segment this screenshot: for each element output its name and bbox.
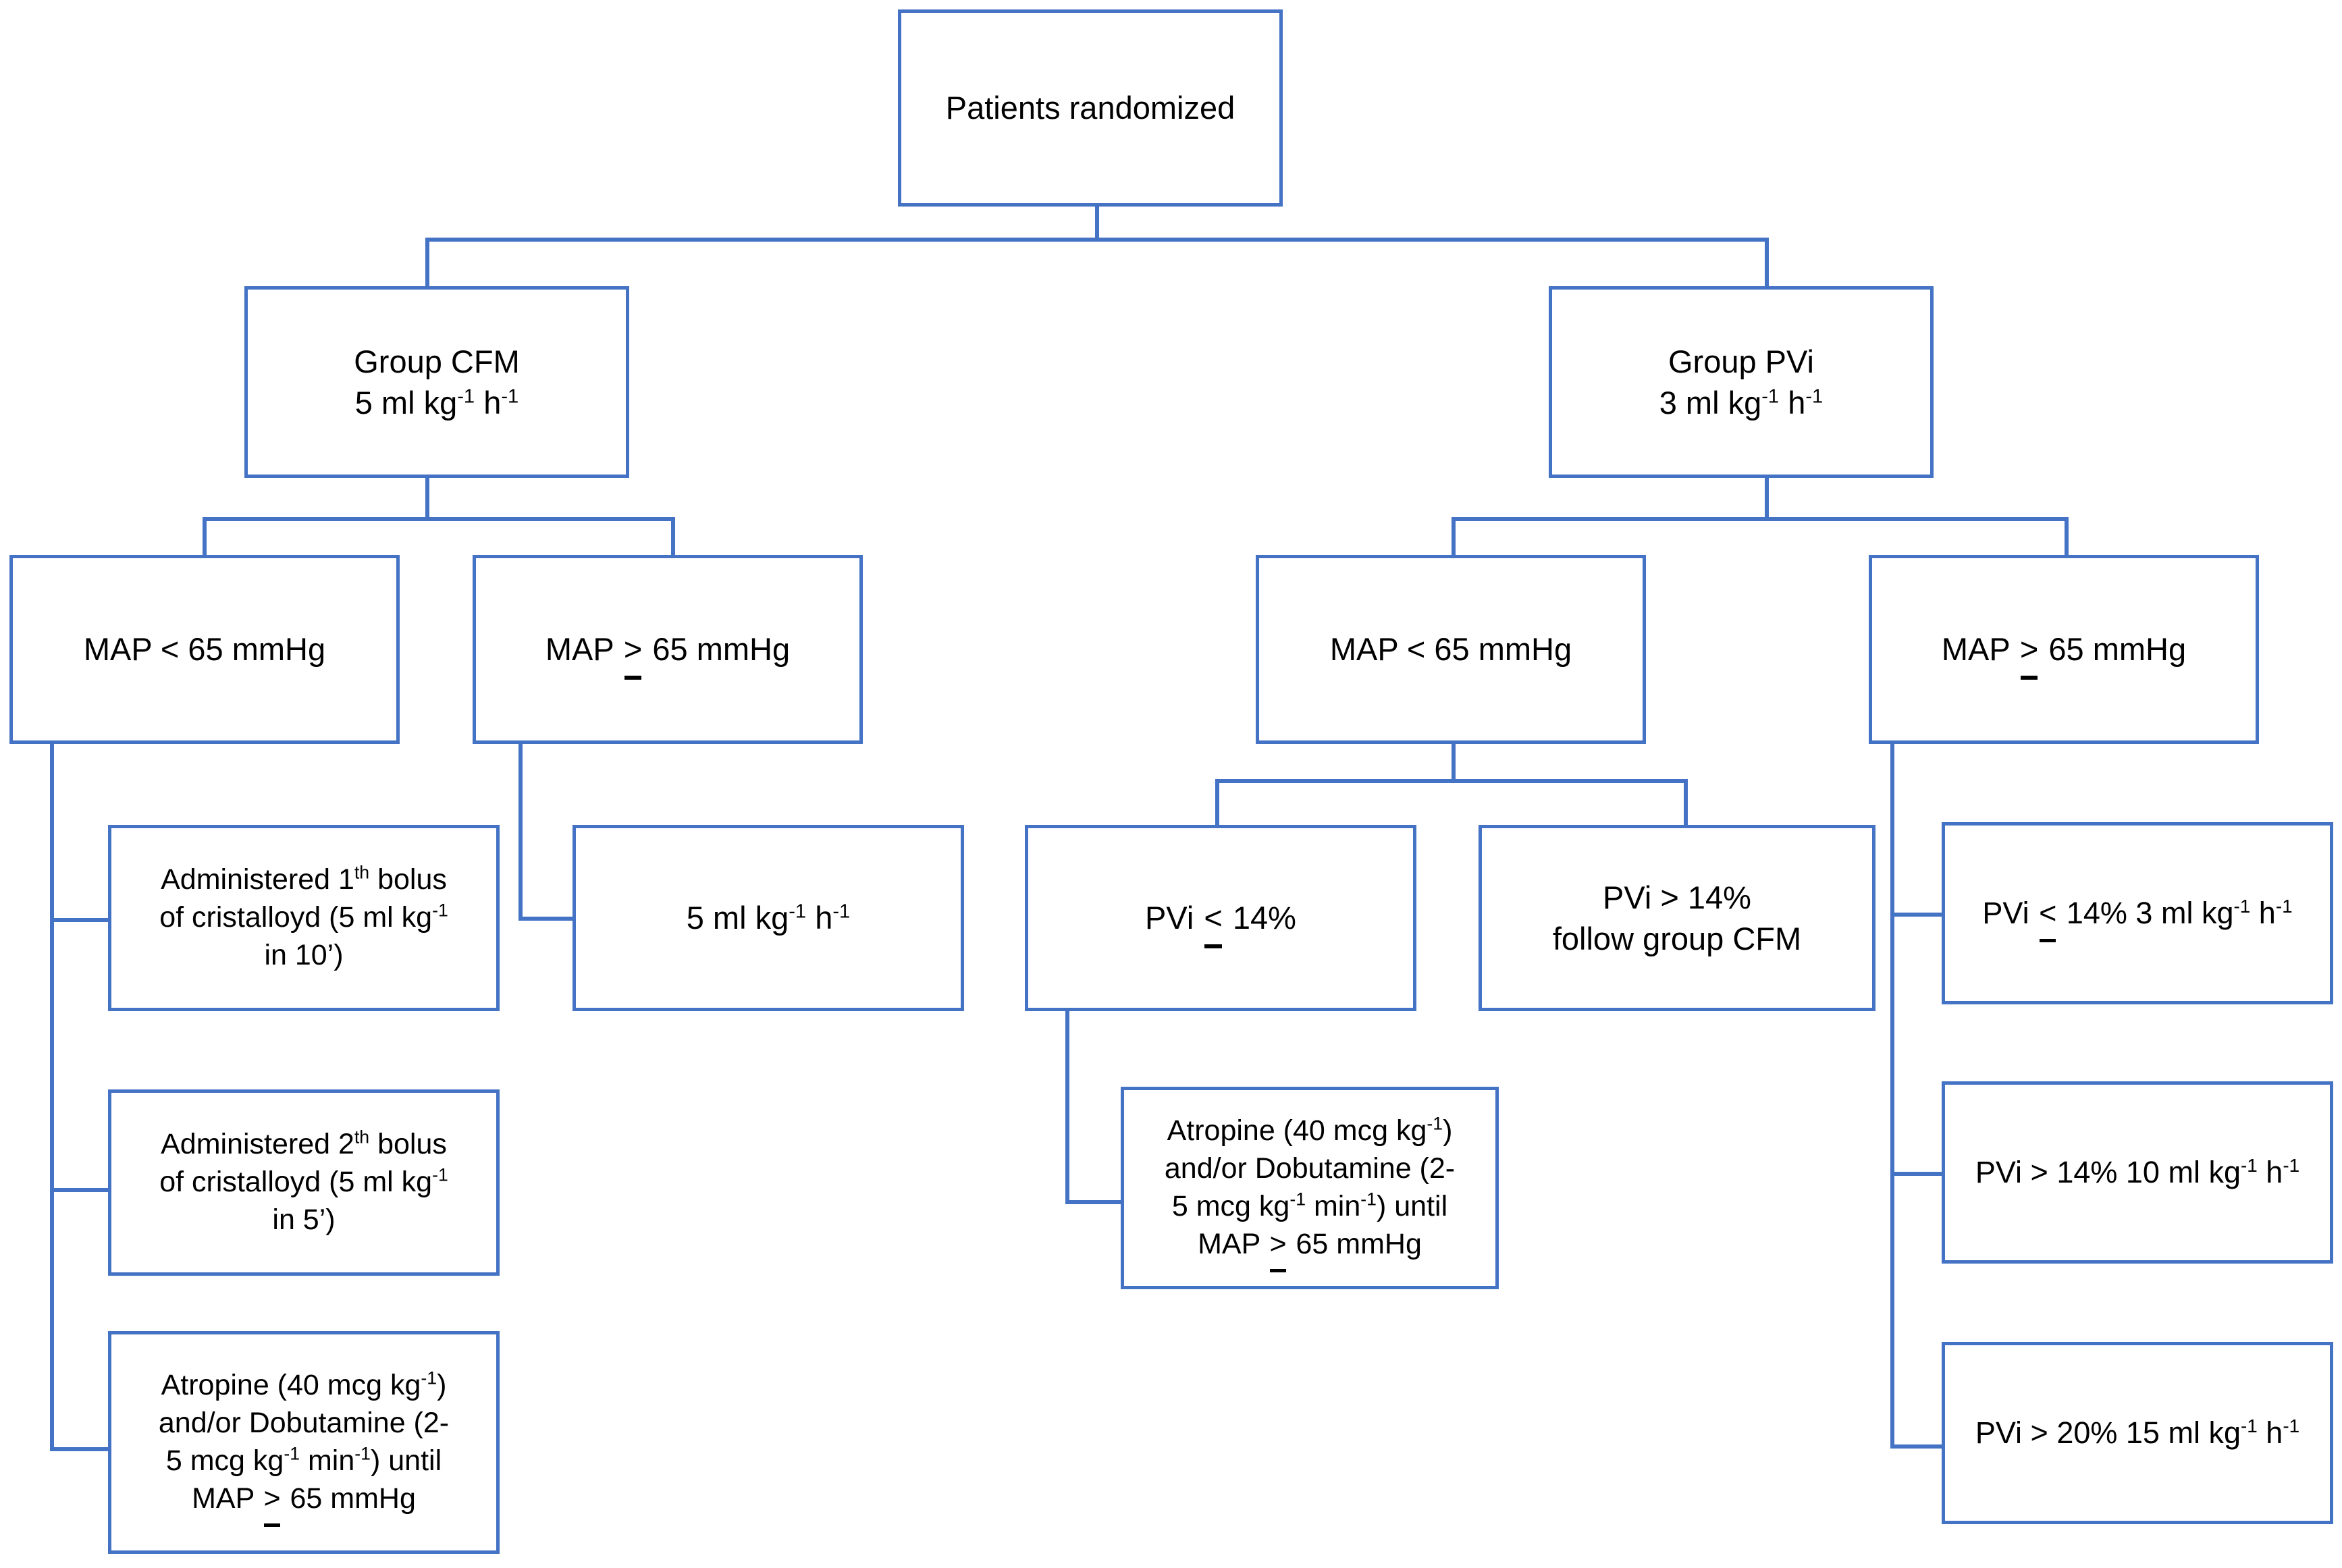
atropine-left-label: Atropine (40 mcg kg-1) and/or Dobutamine… — [111, 1367, 496, 1527]
group-cfm-title: Group CFM — [354, 343, 520, 379]
connector-pvilow14-branch — [1065, 1200, 1140, 1204]
group-cfm-dose: 5 ml kg-1 h-1 — [354, 385, 519, 421]
group-pvi-title: Group PVi — [1668, 343, 1814, 379]
connector-root-to-cfm — [425, 238, 429, 286]
node-pvi-right-3[interactable]: PVi > 20% 15 ml kg-1 h-1 — [1942, 1342, 2333, 1524]
less-equal-icon: < — [2038, 894, 2058, 942]
node-atropine-left[interactable]: Atropine (40 mcg kg-1) and/or Dobutamine… — [108, 1331, 500, 1554]
atropine-mid-label: Atropine (40 mcg kg-1) and/or Dobutamine… — [1124, 1112, 1495, 1272]
connector-cfm-high-spine — [518, 736, 523, 921]
connector-cfm-bus — [203, 517, 675, 521]
node-pvi-right-2[interactable]: PVi > 14% 10 ml kg-1 h-1 — [1942, 1081, 2333, 1264]
connector-root-to-pvi — [1765, 238, 1769, 286]
pvi-map-high-label: MAP > 65 mmHg — [1872, 628, 2256, 680]
connector-pvi-high-branch-3 — [1890, 1444, 1965, 1449]
bolus-1-label: Administered 1th bolus of cristalloyd (5… — [159, 862, 448, 971]
less-equal-icon: < — [1202, 897, 1223, 948]
cfm-maintain-label: 5 ml kg-1 h-1 — [686, 900, 851, 936]
connector-pvi-high-branch-1 — [1890, 913, 1965, 917]
connector-pvimaplow-to-high14 — [1684, 779, 1688, 825]
connector-pvi-high-branch-2 — [1890, 1172, 1965, 1176]
connector-pvimaplow-to-low14 — [1215, 779, 1219, 825]
connector-pvimaplow-bus — [1215, 779, 1688, 783]
pvi-low-14-label: PVi < 14% — [1028, 897, 1413, 948]
greater-equal-icon: > — [622, 628, 643, 680]
node-label: Patients randomized — [945, 90, 1235, 126]
connector-cfm-low-branch-1 — [50, 918, 117, 922]
greater-equal-icon: > — [1268, 1226, 1287, 1272]
greater-equal-icon: > — [262, 1480, 282, 1527]
connector-root-stem — [1095, 202, 1099, 240]
node-cfm-map-low[interactable]: MAP < 65 mmHg — [9, 555, 400, 744]
connector-root-bus — [425, 238, 1769, 242]
node-pvi-high-14[interactable]: PVi > 14% follow group CFM — [1479, 825, 1875, 1011]
node-pvi-map-low[interactable]: MAP < 65 mmHg — [1256, 555, 1646, 744]
pvi-right-1-label: PVi < 14% 3 ml kg-1 h-1 — [1945, 894, 2330, 942]
connector-cfm-low-branch-3 — [50, 1447, 117, 1451]
connector-cfm-low-spine — [50, 736, 54, 1451]
cfm-map-low-label: MAP < 65 mmHg — [83, 631, 326, 668]
node-bolus-1[interactable]: Administered 1th bolus of cristalloyd (5… — [108, 825, 500, 1011]
group-pvi-dose: 3 ml kg-1 h-1 — [1659, 385, 1824, 421]
node-pvi-map-high[interactable]: MAP > 65 mmHg — [1869, 555, 2259, 744]
connector-pvimaplow-stem — [1452, 736, 1456, 782]
node-group-cfm[interactable]: Group CFM 5 ml kg-1 h-1 — [244, 286, 629, 478]
node-atropine-mid[interactable]: Atropine (40 mcg kg-1) and/or Dobutamine… — [1121, 1087, 1499, 1289]
node-pvi-low-14[interactable]: PVi < 14% — [1025, 825, 1416, 1011]
connector-cfm-high-branch — [518, 917, 593, 921]
pvi-right-2-label: PVi > 14% 10 ml kg-1 h-1 — [1975, 1154, 2300, 1189]
connector-cfm-low-branch-2 — [50, 1188, 117, 1192]
connector-pvi-bus — [1452, 517, 2069, 521]
greater-equal-icon: > — [2019, 628, 2040, 680]
connector-pvilow14-spine — [1065, 1008, 1069, 1204]
node-pvi-right-1[interactable]: PVi < 14% 3 ml kg-1 h-1 — [1942, 822, 2333, 1004]
node-cfm-maintain[interactable]: 5 ml kg-1 h-1 — [573, 825, 964, 1011]
pvi-high-14-label: PVi > 14% follow group CFM — [1552, 879, 1802, 956]
connector-pvi-high-spine — [1890, 736, 1894, 1449]
bolus-2-label: Administered 2th bolus of cristalloyd (5… — [159, 1127, 448, 1236]
node-patients-randomized[interactable]: Patients randomized — [898, 9, 1283, 207]
cfm-map-high-label: MAP > 65 mmHg — [476, 628, 859, 680]
connector-pvi-to-maplow — [1452, 517, 1456, 555]
connector-pvi-to-maphigh — [2065, 517, 2069, 555]
node-cfm-map-high[interactable]: MAP > 65 mmHg — [473, 555, 863, 744]
pvi-right-3-label: PVi > 20% 15 ml kg-1 h-1 — [1975, 1415, 2300, 1450]
node-group-pvi[interactable]: Group PVi 3 ml kg-1 h-1 — [1549, 286, 1934, 478]
connector-cfm-to-maphigh — [671, 517, 675, 555]
connector-cfm-stem — [425, 474, 429, 520]
connector-cfm-to-maplow — [203, 517, 207, 555]
node-bolus-2[interactable]: Administered 2th bolus of cristalloyd (5… — [108, 1089, 500, 1276]
connector-pvi-stem — [1765, 474, 1769, 520]
pvi-map-low-label: MAP < 65 mmHg — [1329, 631, 1572, 668]
